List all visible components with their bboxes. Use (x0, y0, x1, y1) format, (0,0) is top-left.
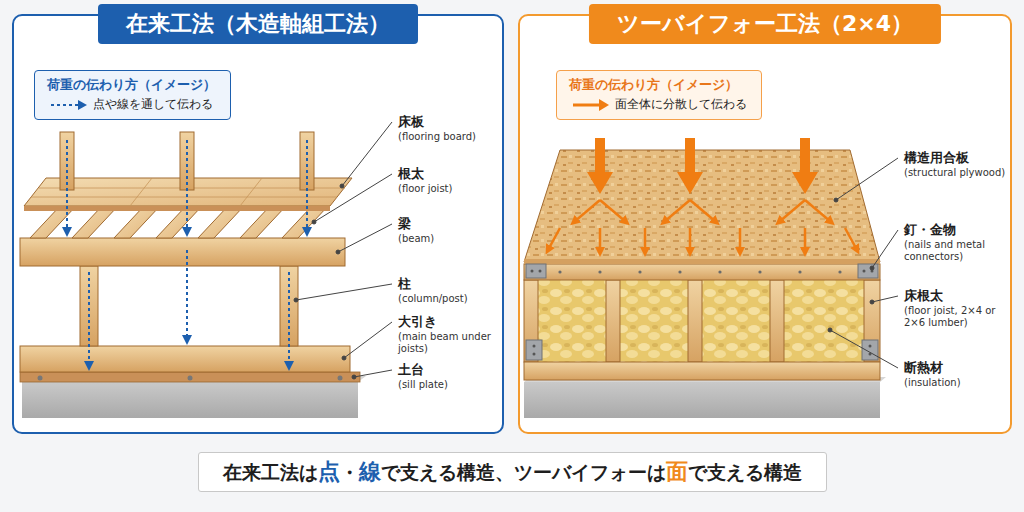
part-name-english: (floor joist) (398, 183, 496, 195)
part-name: 釘・金物 (904, 222, 956, 238)
part-name-english: (sill plate) (398, 379, 496, 391)
part-name: 床根太 (904, 288, 943, 304)
part-name: 梁 (398, 216, 411, 232)
summary-text: 線 (359, 459, 381, 484)
part-name: 断熱材 (904, 360, 943, 376)
part-name: 柱 (398, 276, 411, 292)
legend-sample-dotted-arrow (49, 97, 89, 113)
part-name-english: (flooring board) (398, 131, 496, 143)
part-name-english: (floor joist, 2×4 or 2×6 lumber) (904, 305, 1006, 329)
part-name: 土台 (398, 362, 424, 378)
summary-text: ・ (340, 461, 359, 483)
part-name-english: (column/post) (398, 293, 496, 305)
summary-text: で支える構造、ツーバイフォーは (381, 461, 666, 483)
part-name-english: (nails and metal connectors) (904, 239, 1006, 263)
part-name: 根太 (398, 166, 424, 182)
part-name: 大引き (398, 314, 437, 330)
summary-text: で支える構造 (688, 461, 802, 483)
summary-text: 面 (666, 459, 688, 484)
legend-box: 荷重の伝わり方（イメージ）面全体に分散して伝わる (556, 70, 762, 120)
part-name-english: (main beam under joists) (398, 331, 496, 355)
summary-box: 在来工法は点・線で支える構造、ツーバイフォーは面で支える構造 (198, 452, 827, 492)
legend-title: 荷重の伝わり方（イメージ） (569, 76, 747, 94)
panel-heading: 在来工法（木造軸組工法） (98, 4, 418, 44)
part-name-english: (insulation) (904, 377, 1006, 389)
part-name-english: (structural plywood) (904, 167, 1006, 179)
legend-box: 荷重の伝わり方（イメージ） 点や線を通して伝わる (34, 70, 231, 120)
method-panel: 在来工法（木造軸組工法）荷重の伝わり方（イメージ）点や線を通して伝わる (12, 14, 504, 434)
summary-text: 点 (318, 459, 340, 484)
legend-text: 点や線を通して伝わる (47, 96, 216, 113)
legend-title: 荷重の伝わり方（イメージ） (47, 76, 216, 94)
panel-heading: ツーバイフォー工法（2×4） (589, 4, 941, 44)
legend-sample-solid-arrow (571, 97, 611, 113)
summary-text: 在来工法は (223, 461, 318, 483)
part-name-english: (beam) (398, 233, 496, 245)
part-name: 床板 (398, 114, 424, 130)
part-name: 構造用合板 (904, 150, 969, 166)
